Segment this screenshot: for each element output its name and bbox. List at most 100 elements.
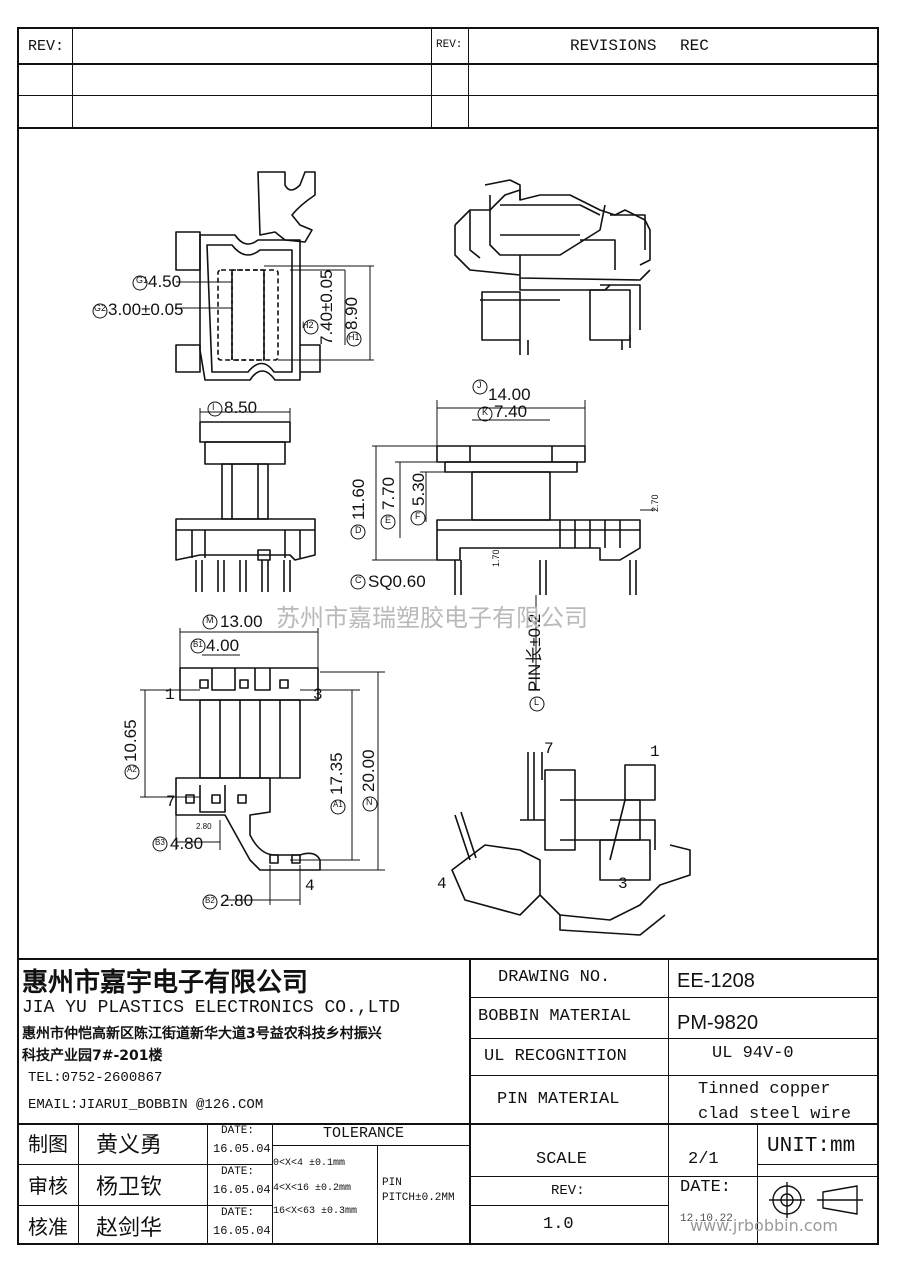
header-divider-1 xyxy=(17,63,879,65)
approval-date-3: 16.05.04 xyxy=(213,1224,271,1238)
tag-c: C xyxy=(355,575,362,585)
date-value: 12.10.22 xyxy=(680,1213,733,1225)
tag-h1: H1 xyxy=(348,332,360,342)
approval-name-2: 杨卫钦 xyxy=(96,1175,163,1200)
tag-l: L xyxy=(534,697,540,707)
dim-j: 14.00 xyxy=(488,385,531,404)
approval-date-2: 16.05.04 xyxy=(213,1183,271,1197)
approval-row-2 xyxy=(17,1205,272,1206)
tag-g1: G1 xyxy=(136,275,149,285)
pin-material-label: PIN MATERIAL xyxy=(497,1090,620,1109)
header-col-3 xyxy=(468,27,469,127)
rev-label: REV: xyxy=(551,1183,585,1199)
tb-row-3 xyxy=(469,1075,879,1076)
tb-row-4 xyxy=(17,1123,879,1125)
dim-270: 2.70 xyxy=(650,494,660,512)
dim-g1: 4.50 xyxy=(148,272,182,291)
date-label: DATE: xyxy=(680,1178,732,1197)
company-address-2: 科技产业园7#-201楼 xyxy=(22,1048,163,1064)
ul-label: UL RECOGNITION xyxy=(484,1047,627,1066)
dim-170: 1.70 xyxy=(491,549,501,567)
company-email: EMAIL:JIARUI_BOBBIN @126.COM xyxy=(28,1097,264,1113)
tag-a1: A1 xyxy=(333,800,343,809)
tag-b2: B2 xyxy=(205,896,215,905)
header-col-1 xyxy=(72,27,73,127)
approval-name-3: 赵剑华 xyxy=(96,1216,163,1241)
approval-col-2 xyxy=(207,1123,208,1245)
scale-col-right xyxy=(757,1123,758,1245)
tolerance-row-1: 0<X<4 ±0.1mm xyxy=(273,1158,346,1169)
pin-material-line1: Tinned copper xyxy=(698,1080,831,1099)
approval-row-1 xyxy=(17,1164,272,1165)
dim-f: 5.30 xyxy=(409,472,428,506)
technical-drawing xyxy=(92,171,691,936)
drawing-no-label: DRAWING NO. xyxy=(498,968,611,987)
scale-col-mid xyxy=(668,1123,669,1245)
tag-g2: G2 xyxy=(94,303,107,313)
rev-label-mid: REV: xyxy=(436,39,463,51)
side-view-left xyxy=(175,408,316,592)
bobbin-material-value: PM-9820 xyxy=(677,1012,759,1034)
tolerance-pin-2: PITCH±0.2MM xyxy=(382,1192,455,1204)
top-view xyxy=(175,171,374,381)
dim-c: SQ0.60 xyxy=(368,572,426,591)
dim-g2: 3.00±0.05 xyxy=(108,300,184,319)
dim-i: 8.50 xyxy=(224,398,258,417)
approval-role-1: 制图 xyxy=(28,1132,68,1156)
drawing-frame xyxy=(17,27,879,1245)
pin-material-line2: clad steel wire xyxy=(698,1105,852,1124)
dim-m: 13.00 xyxy=(220,612,263,631)
dim-d: 11.60 xyxy=(349,478,368,520)
company-address-1: 惠州市仲恺高新区陈江街道新华大道3号益农科技乡村振兴 xyxy=(22,1026,382,1042)
tolerance-row-2: 4<X<16 ±0.2mm xyxy=(273,1183,352,1194)
tolerance-title: TOLERANCE xyxy=(323,1125,405,1142)
company-name-cn: 惠州市嘉宇电子有限公司 xyxy=(22,968,309,998)
approval-col-1 xyxy=(78,1123,79,1245)
front-view xyxy=(372,400,655,690)
header-divider-2 xyxy=(17,95,879,96)
dim-e: 7.70 xyxy=(379,476,398,510)
bobbin-material-label: BOBBIN MATERIAL xyxy=(478,1007,632,1026)
tag-b3: B3 xyxy=(155,838,165,847)
dim-n: 20.00 xyxy=(359,749,378,792)
rev-label-left: REV: xyxy=(28,38,65,55)
dim-b3: 4.80 xyxy=(170,834,204,853)
pin-label-4: 4 xyxy=(305,877,315,895)
header-divider-3 xyxy=(17,127,879,129)
approval-date-label-3: DATE: xyxy=(221,1207,255,1219)
iso-pin-3: 3 xyxy=(618,875,628,893)
dim-small-280: 2.80 xyxy=(196,822,212,831)
approval-name-1: 黄义勇 xyxy=(96,1133,163,1158)
iso-bottom xyxy=(451,752,691,936)
approval-role-3: 核准 xyxy=(28,1215,68,1239)
tag-a2: A2 xyxy=(127,765,137,774)
tb-row-2 xyxy=(469,1038,879,1039)
tag-f: F xyxy=(415,511,421,521)
tag-d: D xyxy=(355,525,362,535)
tag-h2: H2 xyxy=(302,320,314,330)
unit-row xyxy=(757,1164,879,1165)
footer-watermark: www.jrbobbin.com xyxy=(690,1216,838,1235)
scale-col-left xyxy=(469,1123,471,1245)
approval-col-3 xyxy=(272,1123,273,1245)
iso-pin-4: 4 xyxy=(437,875,447,893)
iso-pin-7: 7 xyxy=(544,740,554,758)
rev-value: 1.0 xyxy=(543,1215,574,1234)
titleblock-top xyxy=(17,958,879,960)
dim-a2: 10.65 xyxy=(121,719,140,762)
tag-n: N xyxy=(366,797,373,807)
scale-value: 2/1 xyxy=(688,1150,719,1169)
scale-row-2 xyxy=(469,1205,668,1206)
dim-k: 7.40 xyxy=(494,402,528,421)
pin-label-7: 7 xyxy=(166,793,176,811)
tb-row-1 xyxy=(469,997,879,998)
pin-label-3: 3 xyxy=(313,686,323,704)
scale-label: SCALE xyxy=(536,1150,588,1169)
tolerance-col xyxy=(377,1145,378,1245)
dim-h1: 8.90 xyxy=(342,296,361,330)
approval-date-label-2: DATE: xyxy=(221,1166,255,1178)
tolerance-pin-1: PIN xyxy=(382,1177,402,1189)
dim-a1: 17.35 xyxy=(327,752,346,795)
scale-row-1 xyxy=(469,1176,879,1177)
iso-pin-1: 1 xyxy=(650,743,660,761)
